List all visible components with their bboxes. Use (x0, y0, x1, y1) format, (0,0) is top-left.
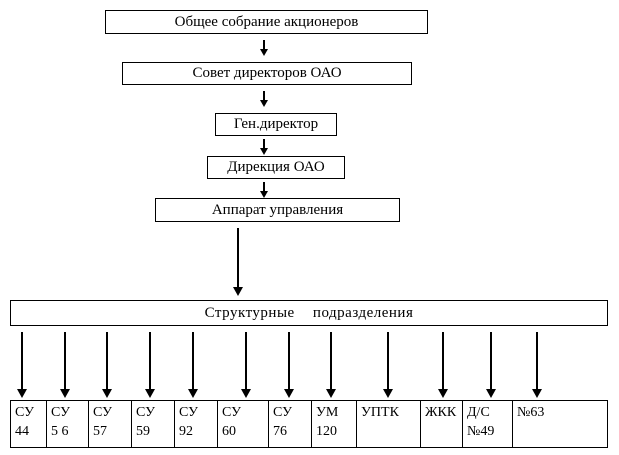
box-general-director: Ген.директор (215, 113, 337, 136)
main-down-arrow (232, 228, 244, 296)
unit-number: 76 (273, 424, 287, 439)
box-shareholders-meeting: Общее собрание акционеров (105, 10, 428, 34)
unit-number: 57 (93, 424, 107, 439)
arrow-head (17, 389, 27, 398)
arrow-head (260, 191, 268, 198)
units-strip: СУ 44 СУ 5 6 СУ 57 СУ 59 СУ 92 СУ 60 СУ … (10, 400, 608, 448)
arrow-head (260, 49, 268, 56)
unit-name: СУ (179, 405, 199, 420)
arrow-line (536, 332, 538, 389)
box-management-apparatus-label: Аппарат управления (211, 201, 344, 218)
box-management-apparatus: Аппарат управления (155, 198, 400, 222)
box-directorate-label: Дирекция ОАО (227, 159, 325, 175)
connector-arrow-4 (259, 182, 269, 198)
unit-arrow-5 (187, 332, 199, 398)
connector-arrow-3 (259, 139, 269, 155)
box-board-of-directors: Совет директоров ОАО (122, 62, 412, 85)
unit-name: СУ (93, 405, 113, 420)
unit-cell-su-56: СУ 5 6 (47, 401, 89, 447)
unit-name: СУ (222, 405, 242, 420)
unit-cell-zhkk: ЖКК (421, 401, 463, 447)
arrow-head (260, 100, 268, 107)
unit-number: 5 6 (51, 424, 69, 439)
arrow-line (490, 332, 492, 389)
arrow-head (383, 389, 393, 398)
arrow-line (330, 332, 332, 389)
unit-arrow-1 (16, 332, 28, 398)
arrow-line (263, 139, 265, 148)
unit-arrow-11 (485, 332, 497, 398)
arrow-line (387, 332, 389, 389)
unit-number: №63 (517, 405, 545, 420)
unit-cell-su-76: СУ 76 (269, 401, 312, 447)
unit-cell-su-57: СУ 57 (89, 401, 132, 447)
unit-name: Д/С (467, 405, 490, 420)
arrow-head (486, 389, 496, 398)
arrow-line (106, 332, 108, 389)
unit-arrow-9 (382, 332, 394, 398)
unit-cell-su-92: СУ 92 (175, 401, 218, 447)
arrow-head (145, 389, 155, 398)
unit-arrow-4 (144, 332, 156, 398)
arrow-line (149, 332, 151, 389)
unit-cell-su-44: СУ 44 (11, 401, 47, 447)
arrow-line (237, 228, 239, 287)
unit-name: ЖКК (425, 405, 457, 420)
arrow-head (284, 389, 294, 398)
arrow-head (102, 389, 112, 398)
unit-cell-ds-49: Д/С №49 (463, 401, 513, 447)
box-general-director-label: Ген.директор (233, 116, 319, 132)
box-board-of-directors-label: Совет директоров ОАО (192, 65, 342, 81)
unit-number: №49 (467, 424, 495, 439)
unit-number: 59 (136, 424, 150, 439)
unit-number: 120 (316, 424, 337, 439)
arrow-head (438, 389, 448, 398)
unit-number: 44 (15, 424, 29, 439)
unit-name: СУ (15, 405, 35, 420)
arrow-head (326, 389, 336, 398)
unit-number: 92 (179, 424, 193, 439)
box-structural-divisions: Структурные подразделения (10, 300, 608, 326)
unit-cell-su-59: СУ 59 (132, 401, 175, 447)
arrow-line (442, 332, 444, 389)
unit-cell-um-120: УМ 120 (312, 401, 357, 447)
unit-arrow-8 (325, 332, 337, 398)
unit-arrow-10 (437, 332, 449, 398)
unit-arrow-2 (59, 332, 71, 398)
unit-cell-63: №63 (513, 401, 607, 447)
unit-arrow-7 (283, 332, 295, 398)
arrow-line (263, 40, 265, 49)
arrow-line (263, 182, 265, 191)
unit-number: 60 (222, 424, 236, 439)
arrow-head (532, 389, 542, 398)
unit-name: УМ (316, 405, 339, 420)
unit-name: СУ (273, 405, 293, 420)
arrow-head (60, 389, 70, 398)
unit-name: СУ (136, 405, 156, 420)
arrow-line (21, 332, 23, 389)
unit-arrow-6 (240, 332, 252, 398)
arrow-line (64, 332, 66, 389)
arrow-head (188, 389, 198, 398)
box-directorate: Дирекция ОАО (207, 156, 345, 179)
arrow-head (260, 148, 268, 155)
unit-arrow-12 (531, 332, 543, 398)
box-shareholders-meeting-label: Общее собрание акционеров (174, 13, 359, 30)
arrow-line (263, 91, 265, 100)
arrow-line (192, 332, 194, 389)
connector-arrow-2 (259, 91, 269, 107)
box-structural-divisions-label: Структурные подразделения (204, 304, 414, 321)
unit-cell-uptk: УПТК (357, 401, 421, 447)
arrow-line (288, 332, 290, 389)
unit-name: УПТК (361, 405, 399, 420)
arrow-line (245, 332, 247, 389)
arrow-head (241, 389, 251, 398)
unit-arrow-3 (101, 332, 113, 398)
arrow-head (233, 287, 243, 296)
unit-cell-su-60: СУ 60 (218, 401, 269, 447)
connector-arrow-1 (259, 40, 269, 56)
unit-name: СУ (51, 405, 71, 420)
